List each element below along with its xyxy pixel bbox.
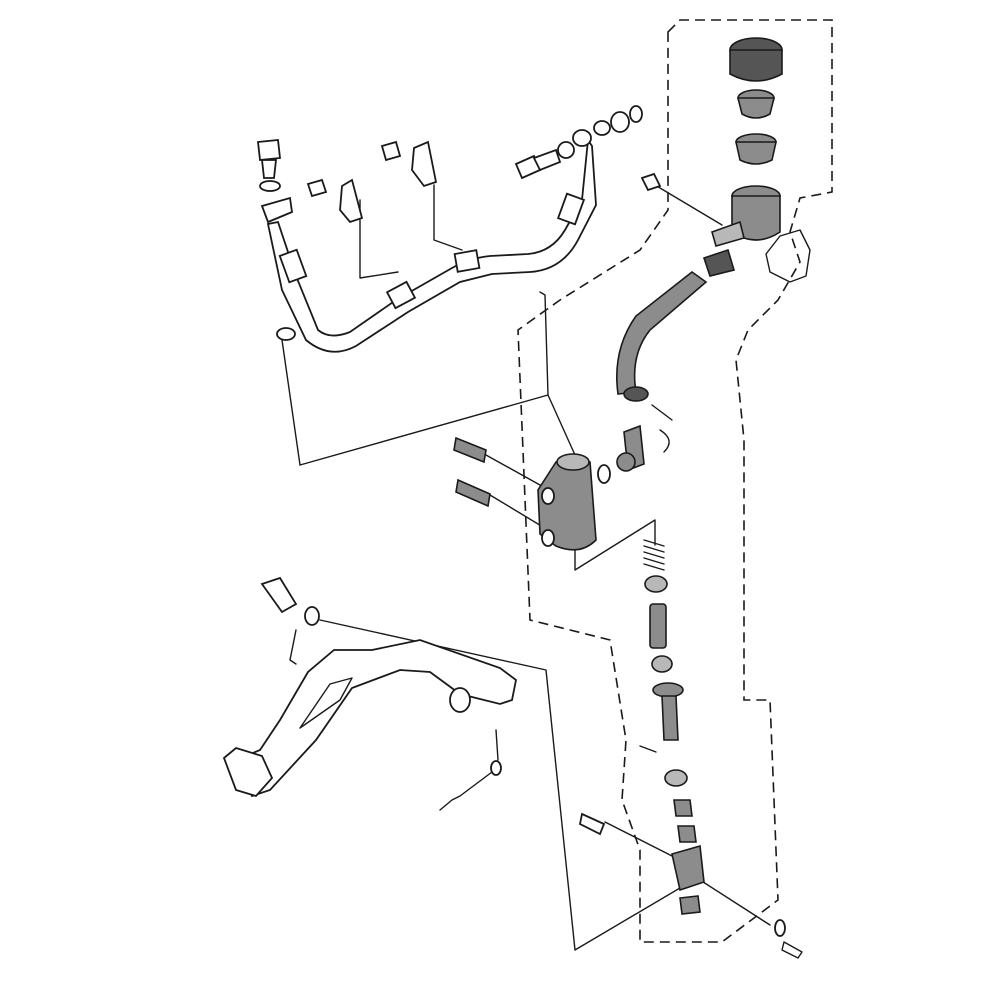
clevis-nut <box>679 895 701 915</box>
hose-joint <box>616 424 645 472</box>
master-cylinder-body <box>537 453 597 551</box>
clevis-pin <box>578 812 606 836</box>
piston-seal <box>651 655 673 673</box>
mounting-bolts <box>453 436 491 508</box>
o-ring <box>597 464 611 484</box>
reservoir-boundary <box>517 19 833 943</box>
reservoir-plate <box>735 133 777 165</box>
leader-lines <box>281 184 771 951</box>
boot <box>664 769 688 787</box>
banjo-bolt-left <box>257 139 296 341</box>
lock-nut <box>673 799 697 843</box>
hose-clip-top <box>702 248 736 277</box>
pedal-pivot-bolt <box>260 576 298 614</box>
retainer-pin <box>639 745 657 753</box>
clevis <box>671 844 705 892</box>
pedal-snap-ring <box>304 606 320 626</box>
reservoir-body <box>711 185 781 247</box>
pedal-step <box>222 746 274 798</box>
reservoir-diaphragm <box>736 89 776 119</box>
frame-bracket <box>765 229 811 283</box>
piston-spring <box>643 539 665 571</box>
washer-and-cotter-pin <box>774 919 803 959</box>
reservoir-hose <box>616 271 708 395</box>
hose-clip-bottom <box>623 386 649 402</box>
piston-cup <box>644 575 668 593</box>
push-rod-washer <box>652 682 684 741</box>
hose-clamps <box>306 140 438 224</box>
banjo-bolt-right <box>514 105 643 180</box>
reservoir-bolt <box>640 172 662 192</box>
brake-hose-assembly <box>266 137 597 353</box>
return-spring <box>439 760 502 811</box>
pedal-cotter-pin <box>289 629 297 665</box>
circlip-upper <box>659 429 670 453</box>
reservoir-cap <box>729 37 783 82</box>
piston <box>649 603 667 649</box>
brake-pedal <box>234 639 517 798</box>
